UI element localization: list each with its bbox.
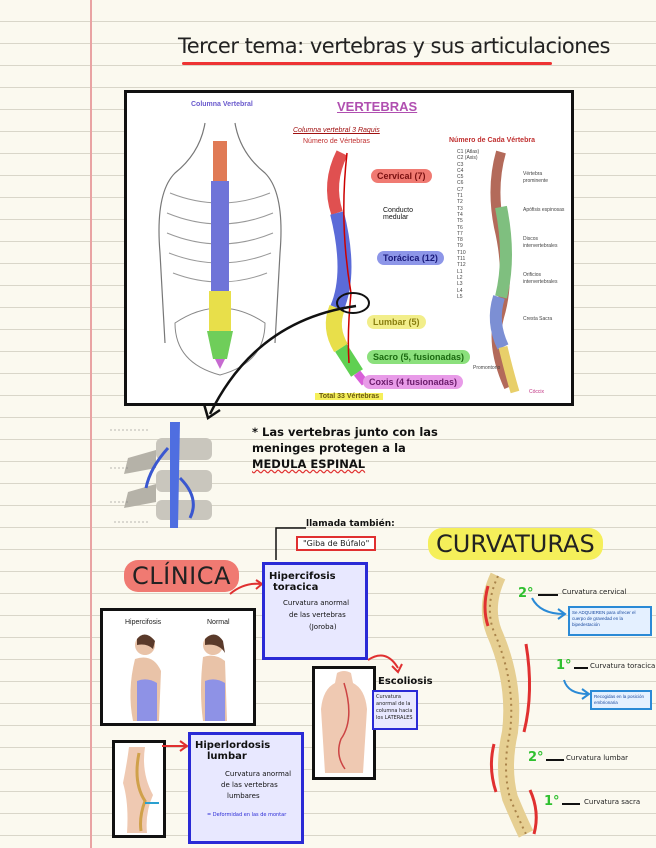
hiperlordosis-arrow [162, 740, 189, 752]
callout-arrow-1 [531, 597, 567, 620]
callout-embrionaria: Recogidas en la posición embrionaria [590, 690, 652, 710]
lordosis-body-illustration [123, 747, 159, 833]
region-toracica: Torácica (12) [377, 251, 444, 265]
region-coxis: Coxis (4 fusionadas) [363, 375, 464, 389]
posture-figures-illustration [130, 634, 227, 721]
curve-line-sacra [562, 803, 580, 805]
curve-label-toracica: Curvatura toracica [590, 662, 656, 670]
curve-line-lumbar [546, 759, 564, 761]
curve-line-toracica [574, 667, 588, 669]
hipercifosis-title1: Hipercifosis [269, 571, 336, 582]
figure-right-label: Número de Cada Vértebra [449, 137, 535, 144]
annotation-coccix: Cóccix [529, 389, 545, 395]
escoliosis-title: Escoliosis [378, 676, 433, 687]
hipercifosis-desc1: Curvatura anormal [283, 599, 350, 607]
hipercifosis-box: Hipercifosis toracica Curvatura anormal … [262, 562, 368, 660]
also-called-line [275, 527, 306, 560]
figure-left-label: Columna Vertebral [191, 101, 253, 108]
callout-adquieren: Se ADQUIEREN para ofrecer el cuerpo de g… [568, 606, 652, 636]
hiperlordosis-desc3: lumbares [227, 792, 260, 800]
meninges-note-line2: meninges protegen a la [252, 441, 406, 455]
hipercifosis-desc2: de las vertebras [289, 611, 346, 619]
curved-spine-illustration [481, 572, 538, 838]
photo-label-hipercifosis: Hipercifosis [125, 619, 162, 626]
vertebra-model-illustration [110, 422, 212, 528]
curve-badge-sacra: 1° [544, 794, 560, 809]
hipercifosis-title2: toracica [273, 582, 319, 593]
hiperlordosis-footnote: = Deformidad en las de montar [207, 812, 287, 818]
curve-label-cervical: Curvatura cervical [562, 588, 627, 596]
region-lumbar: Lumbar (5) [367, 315, 426, 329]
region-sacro: Sacro (5, fusionadas) [367, 350, 471, 364]
photo-label-normal: Normal [207, 619, 230, 626]
right-annotations: Vértebra prominente Apófisis espinosas D… [523, 171, 565, 322]
connector-arrow [202, 304, 357, 420]
annotation-promontorio: Promontorio [473, 365, 501, 371]
curve-label-sacra: Curvatura sacra [584, 798, 641, 806]
hiperlordosis-photo [112, 740, 166, 838]
meninges-note-line3: MEDULA ESPINAL [252, 457, 366, 471]
escoliosis-photo [312, 666, 376, 780]
page-title: Tercer tema: vertebras y sus articulacio… [178, 34, 610, 58]
curve-badge-lumbar: 2° [528, 750, 544, 765]
also-called-label: llamada también: [306, 519, 395, 529]
curve-line-cervical [538, 594, 558, 596]
escoliosis-desc: Curvatura anormal de la columna hacia lo… [372, 690, 418, 730]
curve-badge-cervical: 2° [518, 586, 534, 601]
posture-photo-box: Hipercifosis Normal [100, 608, 256, 726]
meninges-note-line1: * Las vertebras junto con las [252, 425, 438, 439]
curve-label-lumbar: Curvatura lumbar [566, 754, 629, 762]
hiperlordosis-desc2: de las vertebras [221, 781, 278, 789]
curvaturas-heading: CURVATURAS [428, 528, 603, 560]
detailed-spine-illustration [489, 150, 520, 394]
hiperlordosis-box: Hiperlordosis lumbar Curvatura anormal d… [188, 732, 304, 844]
curve-badge-toracica: 1° [556, 658, 572, 673]
hipercifosis-desc3: (Joroba) [309, 623, 337, 631]
hiperlordosis-desc1: Curvatura anormal [225, 770, 292, 778]
hiperlordosis-title1: Hiperlordosis [195, 740, 271, 751]
back-illustration [321, 671, 367, 773]
notebook-margin-line [90, 0, 92, 848]
figure-total: Total 33 Vértebras [315, 393, 384, 400]
figure-heading: VERTEBRAS [337, 99, 418, 114]
escoliosis-arrow [367, 654, 403, 674]
skeleton-torso-illustration [158, 122, 282, 376]
clinica-heading: CLÍNICA [124, 560, 239, 592]
figure-handwritten-note: Columna vertebral 3 Raquis [293, 127, 380, 134]
giba-de-bufalo-label: "Giba de Búfalo" [296, 536, 377, 551]
region-cervical: Cervical (7) [371, 169, 432, 183]
meninges-note: * Las vertebras junto con las meninges p… [252, 424, 438, 472]
vertebras-figure: Columna Vertebral VERTEBRAS Columna vert… [124, 90, 574, 406]
canal-note: Conducto medular [383, 207, 413, 221]
figure-numbers-caption: Número de Vértebras [303, 138, 370, 145]
hiperlordosis-title2: lumbar [207, 751, 247, 762]
callout-arrow-2 [563, 679, 591, 700]
title-underline [182, 62, 552, 65]
